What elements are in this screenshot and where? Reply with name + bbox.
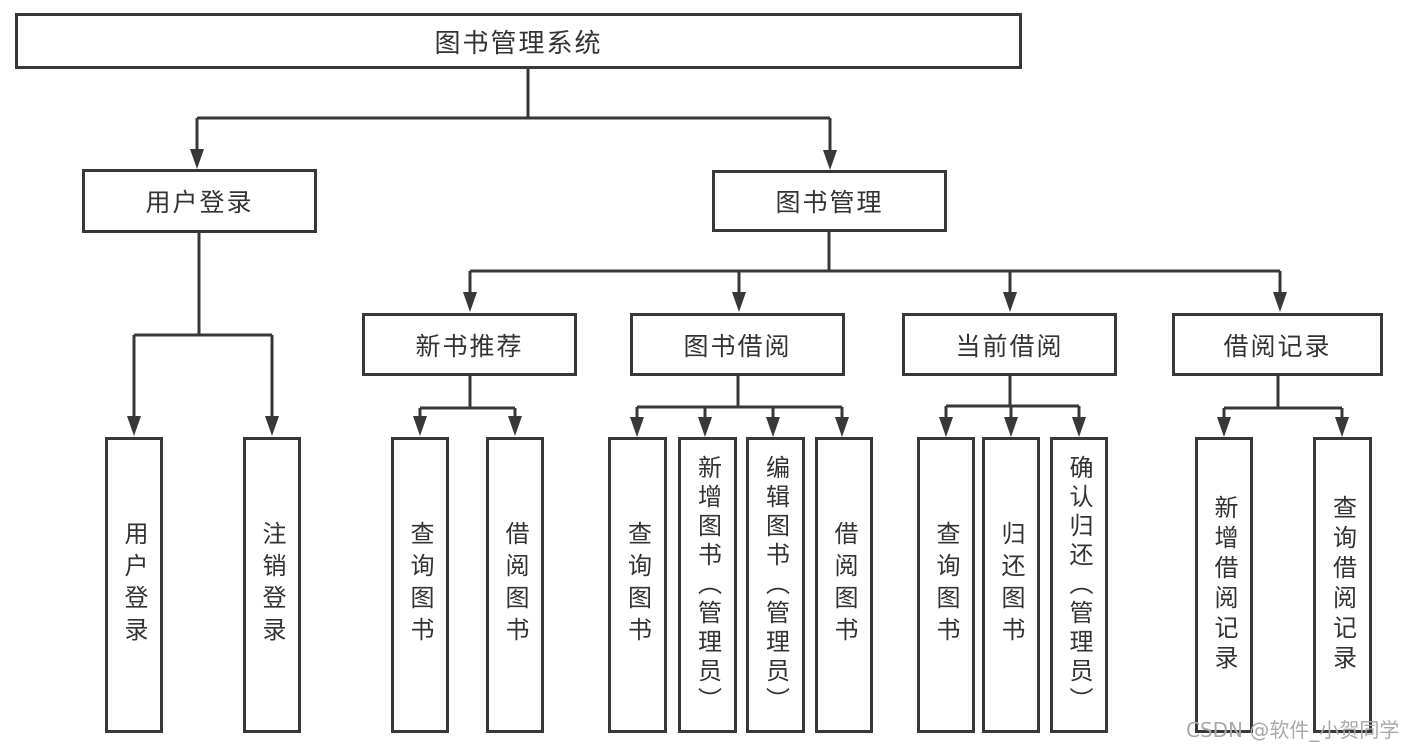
arrowhead [835, 417, 849, 437]
node-label: 编辑图书（管理员） [761, 454, 790, 716]
node-label: 新增图书（管理员） [693, 454, 722, 716]
leaf-borrow-books: 借阅图书 [815, 437, 873, 733]
leaf-query-books-recommend: 查询图书 [391, 437, 449, 733]
arrowhead [508, 416, 522, 436]
leaf-query-borrow-record: 查询借阅记录 [1313, 437, 1372, 733]
node-label: 归还图书 [997, 521, 1025, 649]
node-label: 确认归还（管理员） [1065, 454, 1093, 716]
leaf-edit-book-admin: 编辑图书（管理员） [746, 437, 805, 733]
node-borrow-records: 借阅记录 [1172, 313, 1383, 376]
arrowhead [413, 416, 427, 436]
node-label: 图书管理 [775, 188, 884, 217]
arrowhead [939, 417, 953, 437]
arrowhead [1003, 292, 1017, 312]
leaf-query-books-borrow: 查询图书 [608, 437, 667, 733]
node-label: 当前借阅 [955, 331, 1064, 361]
leaf-query-books-current: 查询图书 [917, 437, 975, 733]
arrowhead [127, 416, 141, 436]
leaf-return-book: 归还图书 [982, 437, 1040, 733]
arrowhead [463, 292, 477, 312]
arrowhead [1335, 417, 1349, 437]
connector-book-borrow-children [630, 376, 849, 437]
arrowhead [732, 292, 746, 312]
connector-borrow-records-children [1217, 376, 1349, 437]
connector-book-management-children [463, 232, 1287, 312]
connector-new-book-children [413, 376, 522, 436]
arrowhead [1273, 292, 1287, 312]
arrowhead [823, 150, 837, 170]
node-current-borrow: 当前借阅 [902, 313, 1117, 376]
arrowhead [698, 417, 712, 437]
node-label: 注销登录 [258, 521, 286, 649]
arrowhead [1004, 417, 1018, 437]
node-label: 用户登录 [145, 188, 254, 217]
node-label: 新书推荐 [415, 331, 524, 361]
node-label: 查询图书 [623, 521, 652, 649]
node-label: 查询图书 [932, 521, 960, 649]
connector-root-to-level2 [190, 69, 837, 170]
node-label: 借阅图书 [501, 521, 529, 649]
node-label: 查询借阅记录 [1328, 495, 1357, 675]
node-label: 借阅记录 [1223, 331, 1332, 361]
leaf-add-book-admin: 新增图书（管理员） [678, 437, 737, 733]
arrowhead [265, 416, 279, 436]
leaf-user-login: 用户登录 [105, 437, 163, 733]
connector-user-login-children [127, 233, 279, 436]
node-label: 新增借阅记录 [1210, 495, 1238, 675]
leaf-logout: 注销登录 [243, 437, 301, 733]
node-label: 图书管理系统 [434, 28, 603, 59]
connector-current-borrow-children [939, 376, 1086, 437]
node-user-login: 用户登录 [82, 169, 317, 233]
node-new-book-recommend: 新书推荐 [362, 313, 577, 376]
node-label: 查询图书 [406, 521, 434, 649]
node-label: 图书借阅 [683, 331, 792, 361]
arrowhead [766, 417, 780, 437]
arrowhead [630, 417, 644, 437]
node-book-management: 图书管理 [712, 170, 947, 232]
node-book-borrow: 图书借阅 [630, 313, 845, 376]
leaf-confirm-return-admin: 确认归还（管理员） [1050, 437, 1108, 733]
arrowhead [190, 149, 204, 169]
csdn-watermark: CSDN @软件_小贺同学 [1186, 718, 1400, 742]
arrowhead [1217, 417, 1231, 437]
node-label: 用户登录 [120, 521, 148, 649]
leaf-borrow-books-recommend: 借阅图书 [486, 437, 544, 733]
node-library-management-system: 图书管理系统 [15, 13, 1022, 69]
leaf-add-borrow-record: 新增借阅记录 [1195, 437, 1253, 733]
node-label: 借阅图书 [830, 521, 858, 649]
arrowhead [1072, 417, 1086, 437]
